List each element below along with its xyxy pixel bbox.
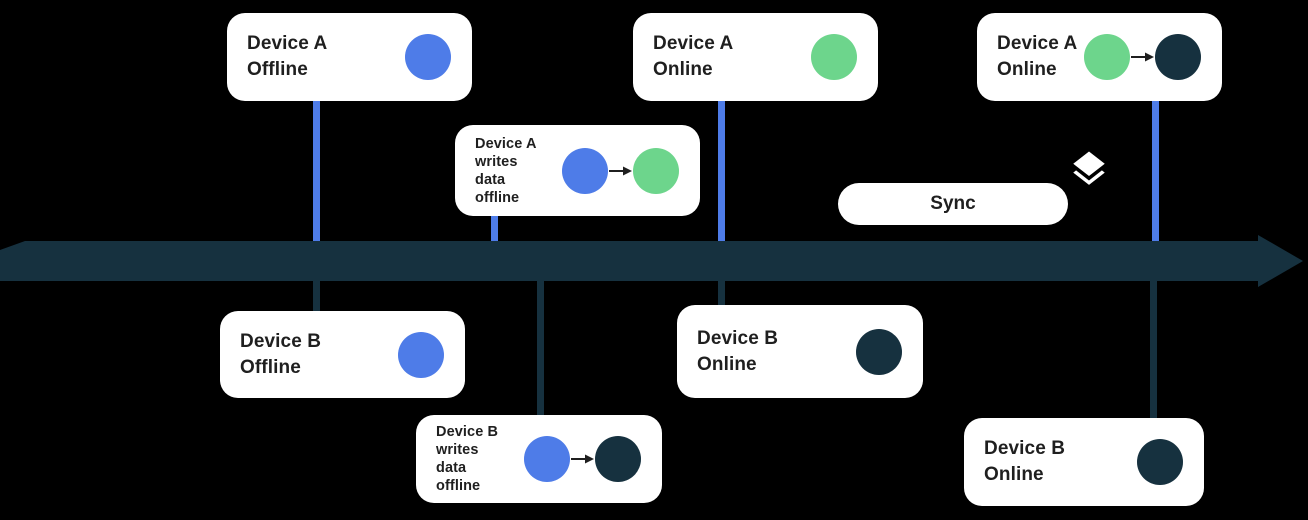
sync-button-label: Sync — [930, 193, 976, 214]
card-device-b-writes-data-offline: Device B writes data offline — [416, 415, 662, 503]
transition-arrow-icon — [1131, 52, 1154, 62]
card-label-line: data — [436, 460, 467, 476]
card-label-line: Device A — [653, 33, 734, 54]
card-label-line: offline — [475, 189, 520, 206]
card-label-line: Online — [984, 464, 1044, 485]
timeline-arrowhead-icon — [1258, 235, 1303, 287]
online-data-dot-icon — [811, 34, 857, 80]
connector-line-device-a-writes — [491, 214, 498, 241]
online-data-dot-icon — [1084, 34, 1130, 80]
card-device-b-offline: Device B Offline — [220, 311, 465, 398]
card-label-line: Online — [653, 59, 713, 80]
connector-line-device-a-offline — [313, 100, 320, 241]
card-device-a-writes-data-offline: Device A writes data offline — [455, 125, 700, 216]
synced-data-dot-icon — [856, 328, 902, 375]
online-data-dot-icon — [633, 147, 679, 194]
card-device-a-online-1: Device A Online — [633, 13, 878, 101]
sync-layers-icon — [1073, 151, 1105, 185]
card-label-line: data — [475, 171, 506, 188]
card-label-line: writes — [475, 153, 518, 170]
card-label-line: Device B — [240, 330, 322, 352]
connector-line-device-b-offline — [313, 281, 320, 312]
offline-data-dot-icon — [398, 331, 444, 378]
card-label-line: Device A — [997, 33, 1078, 54]
card-label-line: Device B — [984, 438, 1066, 459]
offline-data-dot-icon — [524, 436, 570, 482]
synced-data-dot-icon — [1155, 34, 1201, 80]
connector-line-device-a-online-1 — [718, 100, 725, 241]
card-label-line: Online — [697, 353, 757, 375]
card-label-line: Device A — [247, 33, 328, 54]
offline-data-dot-icon — [562, 147, 608, 194]
card-device-b-online-2: Device B Online — [964, 418, 1204, 506]
connector-line-device-a-online-2 — [1152, 100, 1159, 241]
card-device-b-online-1: Device B Online — [677, 305, 923, 398]
connector-line-device-b-online-2 — [1150, 281, 1157, 420]
synced-data-dot-icon — [1137, 439, 1183, 485]
card-label-line: Device A — [475, 135, 537, 152]
card-label-line: Offline — [247, 59, 308, 80]
card-device-a-online-2: Device A Online — [977, 13, 1222, 101]
transition-arrow-icon — [571, 454, 594, 464]
card-label-line: Device B — [436, 424, 499, 440]
card-label-line: Device B — [697, 327, 779, 349]
card-label-line: Online — [997, 59, 1057, 80]
card-label-line: offline — [436, 478, 481, 494]
card-label-line: Offline — [240, 356, 301, 378]
connector-line-device-b-writes — [537, 281, 544, 417]
card-device-a-offline: Device A Offline — [227, 13, 472, 101]
synced-data-dot-icon — [595, 436, 641, 482]
card-label-line: writes — [436, 442, 479, 458]
offline-data-dot-icon — [405, 34, 451, 80]
connector-line-device-b-online-1 — [718, 281, 725, 307]
transition-arrow-icon — [609, 166, 632, 175]
timeline-bar — [0, 241, 1262, 281]
sync-button[interactable]: Sync — [838, 183, 1068, 225]
